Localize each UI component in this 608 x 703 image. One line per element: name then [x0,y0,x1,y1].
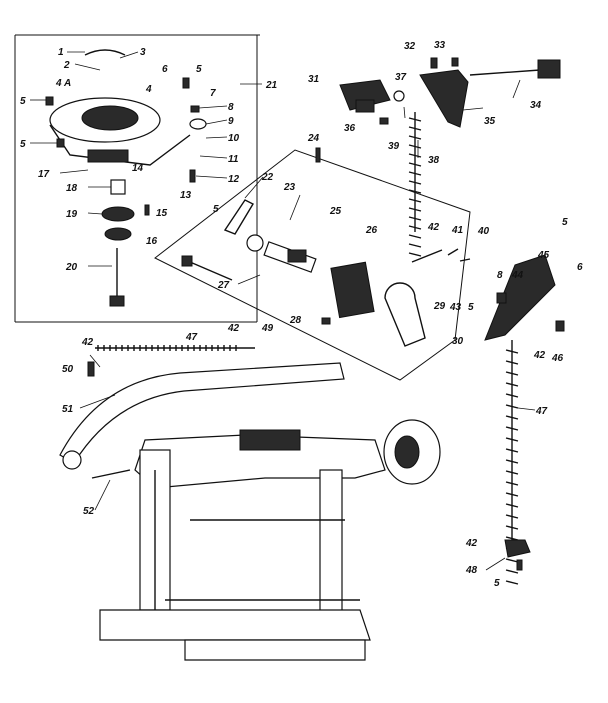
callout-49: 49 [261,323,274,334]
inset-frame-center [154,149,471,381]
callout-21: 21 [265,80,278,91]
callout-14: 14 [132,163,144,174]
callout-labels: 1 2 3 4 A 4 5 5 5 6 7 8 9 10 11 12 13 14… [20,40,583,589]
callout-5: 5 [213,204,219,215]
callout-30: 30 [452,336,464,347]
inset-frame-upper-left [14,34,260,323]
callout-4: 4 [145,84,152,95]
sewing-machine-head [99,419,441,661]
callout-42: 42 [81,337,94,348]
callout-6: 6 [162,64,168,75]
callout-5: 5 [494,578,500,589]
callout-17: 17 [38,169,50,180]
callout-43: 43 [449,302,462,313]
callout-46: 46 [551,353,564,364]
callout-3: 3 [140,47,146,58]
callout-39: 39 [388,141,400,152]
callout-41: 41 [451,225,464,236]
callout-2: 2 [63,60,70,71]
callout-4a: 4 A [55,78,71,89]
callout-47: 47 [185,332,198,343]
callout-1: 1 [58,47,64,58]
callout-5: 5 [196,64,202,75]
callout-37: 37 [395,72,407,83]
callout-42: 42 [427,222,440,233]
callout-28: 28 [289,315,302,326]
callout-40: 40 [477,226,490,237]
callout-42: 42 [533,350,546,361]
center-exploded-parts [181,147,426,347]
callout-16: 16 [146,236,158,247]
callout-32: 32 [404,41,416,52]
callout-50: 50 [62,364,74,375]
callout-35: 35 [484,116,496,127]
callout-18: 18 [66,183,78,194]
callout-5: 5 [562,217,568,228]
callout-34: 34 [530,100,542,111]
callout-5: 5 [468,302,474,313]
thread-take-up-assembly [339,57,561,257]
callout-5: 5 [20,139,26,150]
callout-10: 10 [228,133,240,144]
callout-48: 48 [465,565,478,576]
callout-9: 9 [228,116,234,127]
callout-6: 6 [577,262,583,273]
callout-5: 5 [20,96,26,107]
callout-8: 8 [497,270,503,281]
callout-13: 13 [180,190,192,201]
callout-7: 7 [210,88,216,99]
callout-31: 31 [308,74,320,85]
callout-38: 38 [428,155,440,166]
callout-19: 19 [66,209,78,220]
callout-51: 51 [62,404,74,415]
callout-45: 45 [537,250,550,261]
callout-15: 15 [156,208,168,219]
callout-8: 8 [228,102,234,113]
leader-lines [30,51,536,571]
callout-22: 22 [261,172,274,183]
callout-27: 27 [217,280,230,291]
callout-25: 25 [329,206,342,217]
callout-29: 29 [433,301,446,312]
callout-12: 12 [228,174,240,185]
callout-26: 26 [365,225,378,236]
callout-44: 44 [511,270,524,281]
callout-42: 42 [227,323,240,334]
callout-47: 47 [535,406,548,417]
belt-shifter-arm [59,345,345,479]
callout-36: 36 [344,123,356,134]
right-lever-spring-assembly [411,248,565,585]
callout-42: 42 [465,538,478,549]
callout-24: 24 [307,133,320,144]
callout-33: 33 [434,40,446,51]
callout-20: 20 [65,262,78,273]
callout-52: 52 [83,506,95,517]
callout-11: 11 [228,154,239,165]
callout-23: 23 [283,182,296,193]
